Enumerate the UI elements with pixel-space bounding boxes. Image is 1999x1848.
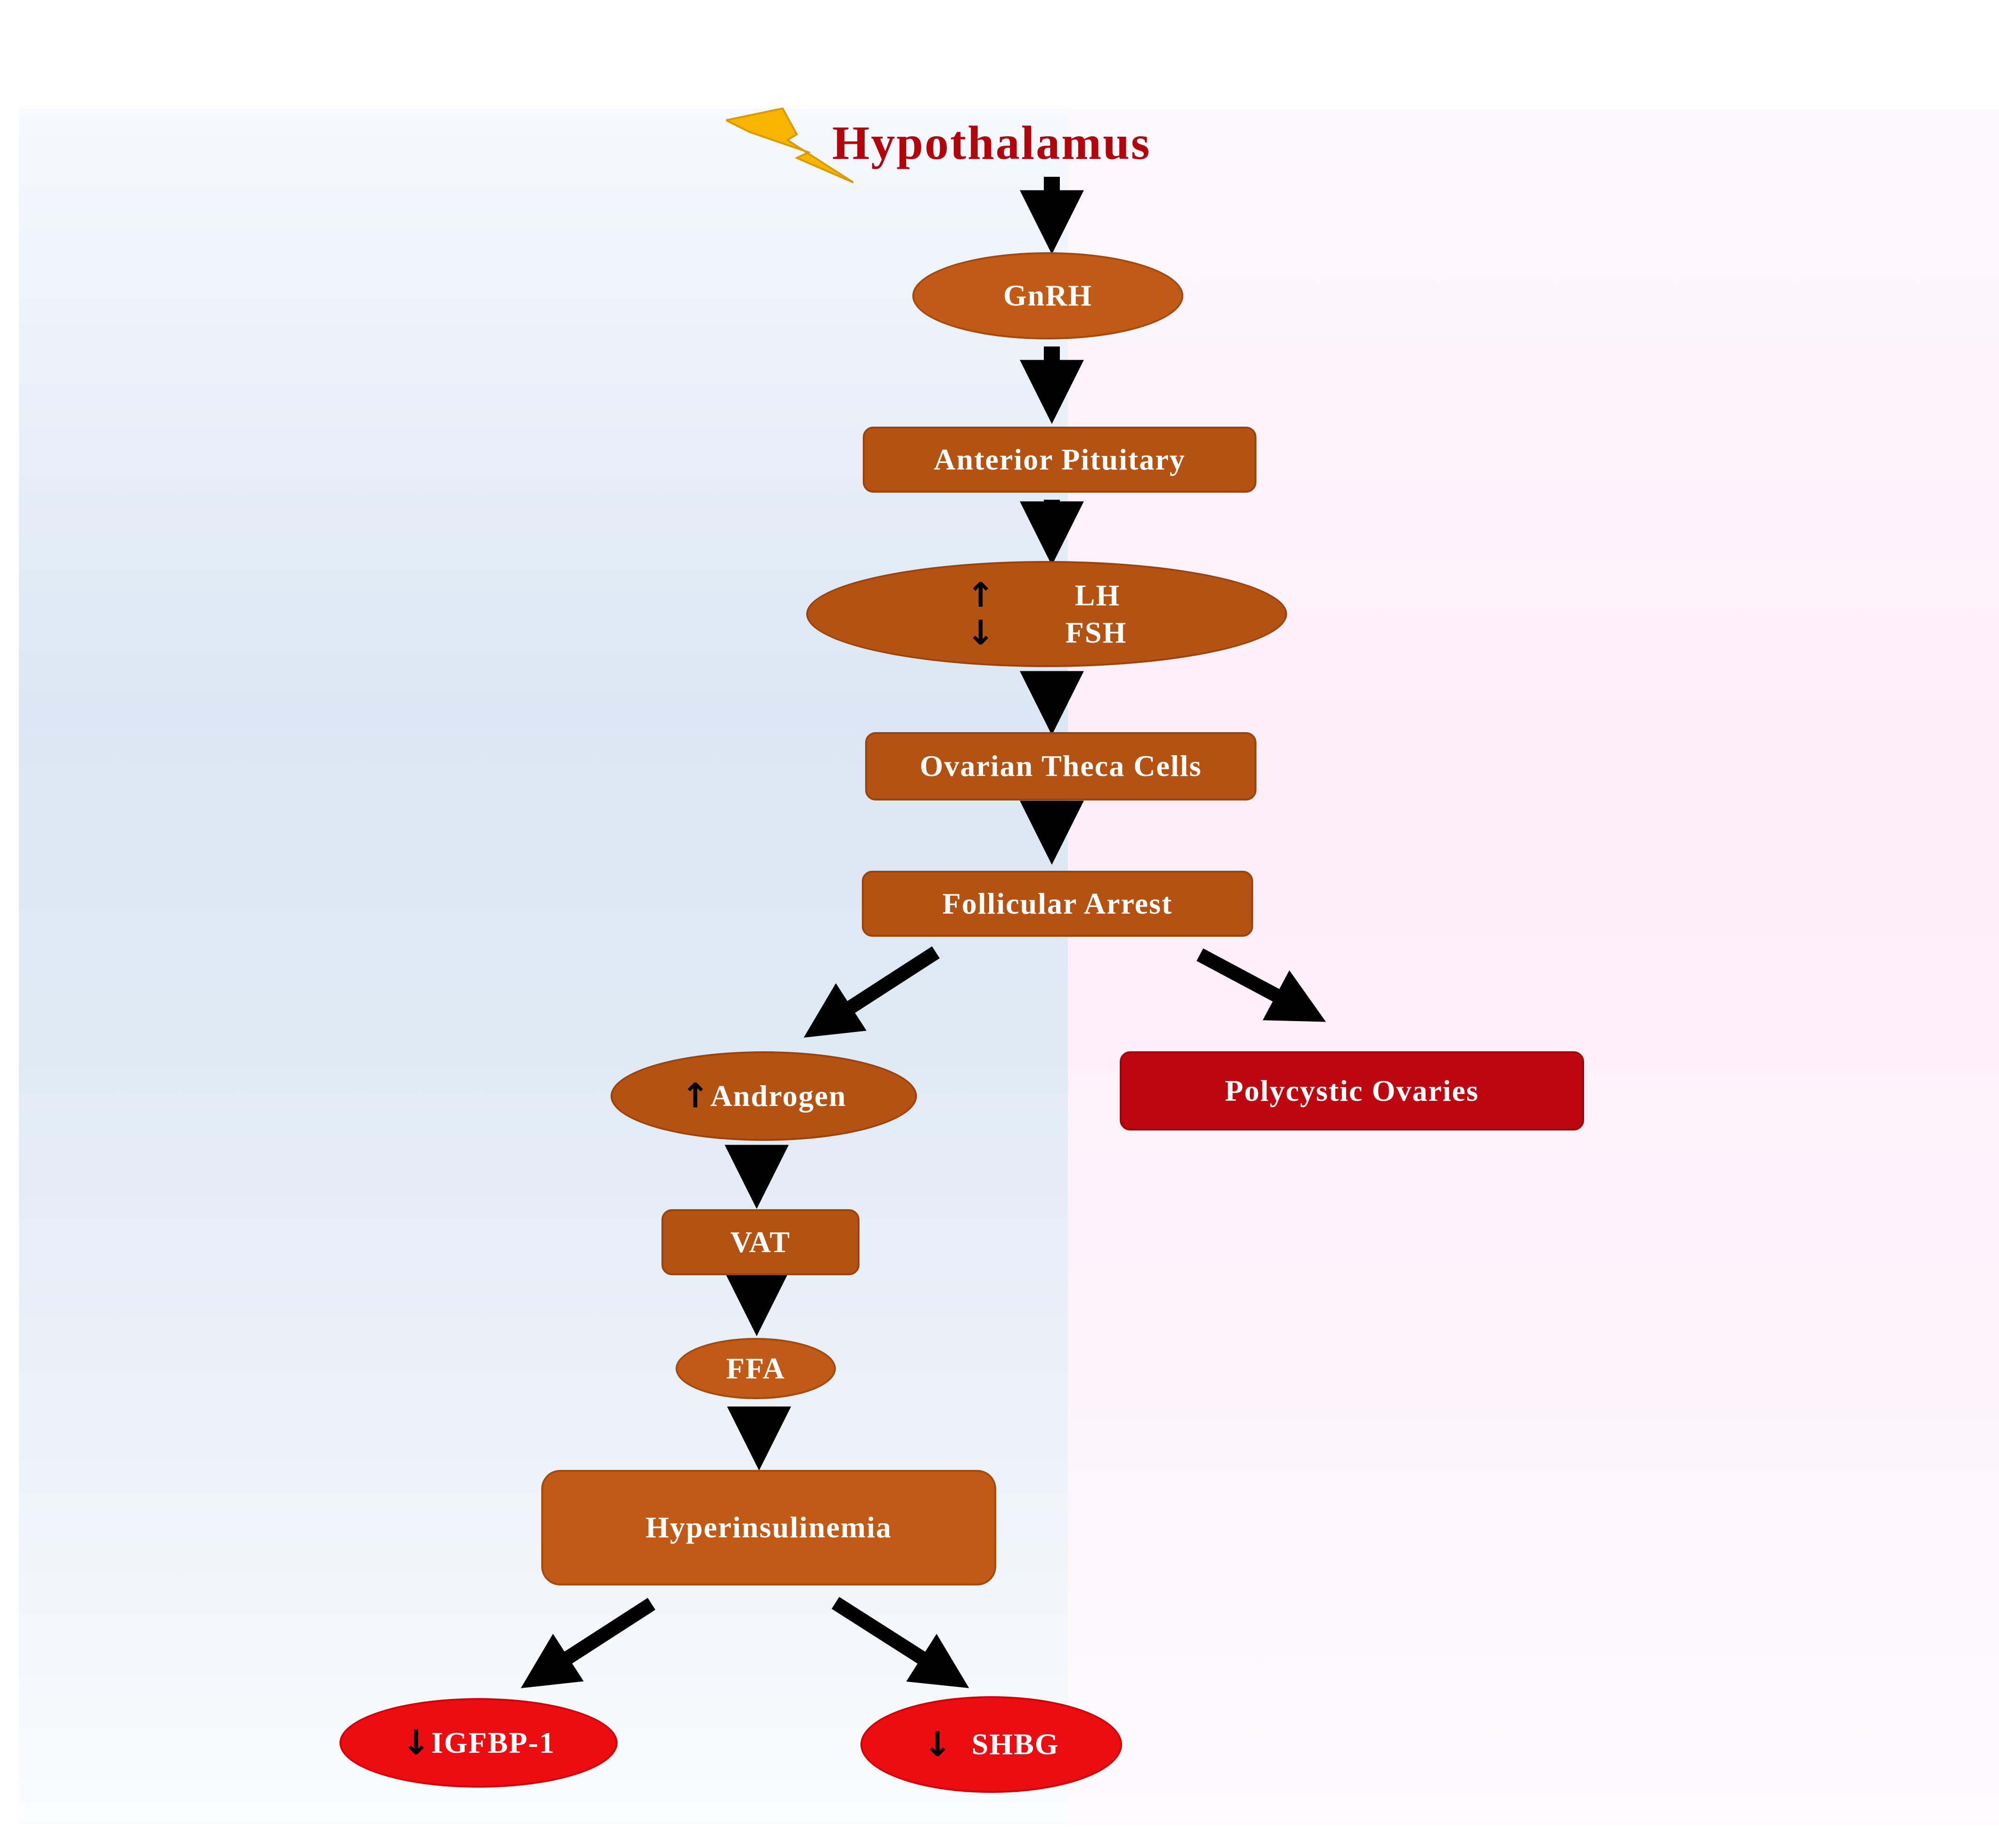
down-arrow-icon: ↓	[402, 1723, 431, 1763]
hypothalamus-header: Hypothalamus	[726, 106, 1292, 191]
lh-fsh-group: ↑ LH ↓ FSH	[966, 577, 1127, 652]
ffa-label: FFA	[726, 1351, 785, 1385]
node-lh-fsh: ↑ LH ↓ FSH	[806, 561, 1287, 667]
node-androgen: ↑ Androgen	[611, 1051, 917, 1141]
ovarian-theca-cells-label: Ovarian Theca Cells	[919, 749, 1202, 783]
node-anterior-pituitary: Anterior Pituitary	[863, 427, 1256, 493]
arrow-hyperinsulinemia-shbg	[831, 1597, 969, 1688]
hyperinsulinemia-label: Hyperinsulinemia	[645, 1510, 892, 1544]
node-shbg: ↓ SHBG	[860, 1696, 1122, 1793]
lh-label: LH	[1074, 578, 1121, 612]
up-arrow-icon: ↑	[966, 575, 996, 615]
lh-row: ↑ LH	[966, 577, 1120, 614]
vat-label: VAT	[730, 1225, 791, 1259]
down-arrow-icon: ↓	[966, 612, 996, 652]
follicular-arrest-label: Follicular Arrest	[942, 886, 1173, 920]
hypothalamus-title: Hypothalamus	[832, 116, 1151, 170]
node-gnrh: GnRH	[912, 252, 1183, 339]
fsh-row: ↓ FSH	[966, 614, 1127, 652]
node-hyperinsulinemia: Hyperinsulinemia	[541, 1470, 996, 1585]
lightning-bolt-icon	[726, 107, 853, 183]
gnrh-label: GnRH	[1003, 279, 1093, 313]
down-arrow-icon: ↓	[923, 1724, 953, 1764]
anterior-pituitary-label: Anterior Pituitary	[933, 442, 1186, 476]
fsh-label: FSH	[1065, 615, 1127, 649]
up-arrow-icon: ↑	[681, 1076, 710, 1116]
node-vat: VAT	[661, 1209, 859, 1275]
node-follicular-arrest: Follicular Arrest	[862, 871, 1253, 937]
shbg-label: SHBG	[971, 1727, 1059, 1761]
arrow-follicular-arrest-polycystic	[1196, 948, 1326, 1022]
polycystic-ovaries-label: Polycystic Ovaries	[1225, 1073, 1479, 1107]
node-ovarian-theca-cells: Ovarian Theca Cells	[865, 732, 1256, 800]
androgen-label: Androgen	[710, 1079, 847, 1113]
node-ffa: FFA	[676, 1338, 836, 1399]
node-polycystic-ovaries: Polycystic Ovaries	[1120, 1051, 1584, 1130]
arrow-hyperinsulinemia-igfbp1	[520, 1598, 656, 1689]
arrow-follicular-arrest-androgen	[803, 946, 940, 1038]
node-igfbp1: ↓ IGFBP-1	[339, 1698, 618, 1788]
igfbp1-label: IGFBP-1	[431, 1725, 555, 1759]
